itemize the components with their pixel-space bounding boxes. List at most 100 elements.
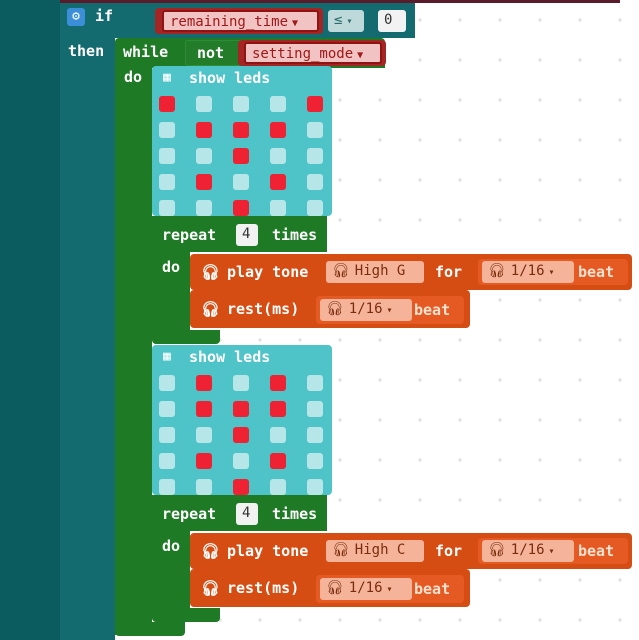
led-1-2[interactable] — [196, 375, 212, 391]
led-5-3[interactable] — [233, 479, 249, 495]
chevron-down-icon: ▾ — [346, 16, 353, 27]
repeat-block-2-arm — [152, 531, 190, 611]
play-tone-label-2: play tone — [227, 542, 309, 560]
headphones-icon: 🎧︎ — [332, 542, 350, 558]
top-edge — [60, 0, 620, 3]
led-2-1[interactable] — [159, 122, 175, 138]
led-4-2[interactable] — [196, 174, 212, 190]
headphones-icon: 🎧︎ — [201, 300, 221, 318]
beat-keyword-1: beat — [578, 263, 615, 281]
while-do-keyword: do — [124, 68, 143, 86]
play-tone-label-1: play tone — [227, 263, 309, 281]
led-5-4[interactable] — [270, 479, 286, 495]
repeat-block-1-bottom — [152, 330, 220, 344]
times-keyword-1: times — [272, 226, 318, 244]
led-5-5[interactable] — [307, 479, 323, 495]
then-keyword: then — [68, 42, 105, 60]
led-3-2[interactable] — [196, 427, 212, 443]
repeat-count-input-1[interactable]: 4 — [236, 224, 258, 246]
show-leds-block-2[interactable] — [152, 345, 332, 495]
headphones-icon: 🎧︎ — [488, 542, 506, 558]
grid-icon: ▦ — [163, 70, 171, 85]
led-4-5[interactable] — [307, 174, 323, 190]
headphones-icon: 🎧︎ — [332, 263, 350, 279]
led-4-4[interactable] — [270, 453, 286, 469]
led-4-1[interactable] — [159, 453, 175, 469]
led-2-3[interactable] — [233, 122, 249, 138]
led-2-4[interactable] — [270, 401, 286, 417]
times-keyword-2: times — [272, 505, 318, 523]
note-dropdown-1[interactable]: 🎧︎High G — [326, 261, 424, 283]
repeat-do-keyword-1: do — [162, 258, 181, 276]
led-3-3[interactable] — [233, 148, 249, 164]
led-3-1[interactable] — [159, 427, 175, 443]
note-dropdown-2[interactable]: 🎧︎High C — [326, 540, 424, 562]
led-3-4[interactable] — [270, 427, 286, 443]
led-2-4[interactable] — [270, 122, 286, 138]
led-1-2[interactable] — [196, 96, 212, 112]
operator-dropdown[interactable]: ≤▾ — [328, 10, 364, 32]
rest-label-1: rest(ms) — [227, 300, 300, 318]
led-5-2[interactable] — [196, 479, 212, 495]
led-1-1[interactable] — [159, 96, 175, 112]
led-1-5[interactable] — [307, 96, 323, 112]
led-1-4[interactable] — [270, 96, 286, 112]
led-5-4[interactable] — [270, 200, 286, 216]
headphones-icon: 🎧︎ — [201, 579, 221, 597]
led-1-3[interactable] — [233, 96, 249, 112]
led-1-4[interactable] — [270, 375, 286, 391]
show-leds-label-1: show leds — [189, 69, 271, 87]
led-1-5[interactable] — [307, 375, 323, 391]
led-3-5[interactable] — [307, 148, 323, 164]
led-5-1[interactable] — [159, 479, 175, 495]
led-4-3[interactable] — [233, 453, 249, 469]
led-5-5[interactable] — [307, 200, 323, 216]
led-1-3[interactable] — [233, 375, 249, 391]
chevron-down-icon: ▾ — [548, 546, 555, 557]
led-4-4[interactable] — [270, 174, 286, 190]
remaining-time-dropdown[interactable]: remaining_time▼ — [162, 10, 319, 32]
rest-beat-dropdown-2[interactable]: 🎧︎1/16▾ — [320, 578, 412, 600]
led-3-3[interactable] — [233, 427, 249, 443]
led-2-2[interactable] — [196, 122, 212, 138]
led-3-4[interactable] — [270, 148, 286, 164]
led-4-3[interactable] — [233, 174, 249, 190]
rest-beat-dropdown-1[interactable]: 🎧︎1/16▾ — [320, 299, 412, 321]
rest-label-2: rest(ms) — [227, 579, 300, 597]
chevron-down-icon: ▼ — [292, 18, 299, 29]
beat-dropdown-1[interactable]: 🎧︎1/16▾ — [482, 261, 574, 283]
led-4-2[interactable] — [196, 453, 212, 469]
led-2-5[interactable] — [307, 122, 323, 138]
led-2-1[interactable] — [159, 401, 175, 417]
chevron-down-icon: ▾ — [386, 305, 393, 316]
led-3-1[interactable] — [159, 148, 175, 164]
chevron-down-icon: ▾ — [386, 584, 393, 595]
chevron-down-icon: ▼ — [357, 50, 364, 61]
for-keyword-2: for — [435, 542, 463, 560]
led-4-5[interactable] — [307, 453, 323, 469]
repeat-count-input-2[interactable]: 4 — [236, 503, 258, 525]
gear-icon[interactable]: ⚙ — [67, 8, 85, 26]
event-block-body[interactable] — [0, 0, 60, 640]
show-leds-block-1[interactable] — [152, 66, 332, 216]
led-2-2[interactable] — [196, 401, 212, 417]
led-2-3[interactable] — [233, 401, 249, 417]
rest-beat-keyword-1: beat — [414, 301, 451, 319]
led-3-2[interactable] — [196, 148, 212, 164]
led-3-5[interactable] — [307, 427, 323, 443]
headphones-icon: 🎧︎ — [326, 301, 344, 317]
chevron-down-icon: ▾ — [548, 267, 555, 278]
compare-value-input[interactable]: 0 — [378, 10, 406, 32]
repeat-do-keyword-2: do — [162, 537, 181, 555]
headphones-icon: 🎧︎ — [488, 263, 506, 279]
led-5-3[interactable] — [233, 200, 249, 216]
led-4-1[interactable] — [159, 174, 175, 190]
led-1-1[interactable] — [159, 375, 175, 391]
led-2-5[interactable] — [307, 401, 323, 417]
led-5-2[interactable] — [196, 200, 212, 216]
beat-dropdown-2[interactable]: 🎧︎1/16▾ — [482, 540, 574, 562]
led-5-1[interactable] — [159, 200, 175, 216]
repeat-block-1-arm — [152, 252, 190, 332]
setting-mode-dropdown[interactable]: setting_mode▼ — [244, 42, 382, 64]
for-keyword-1: for — [435, 263, 463, 281]
